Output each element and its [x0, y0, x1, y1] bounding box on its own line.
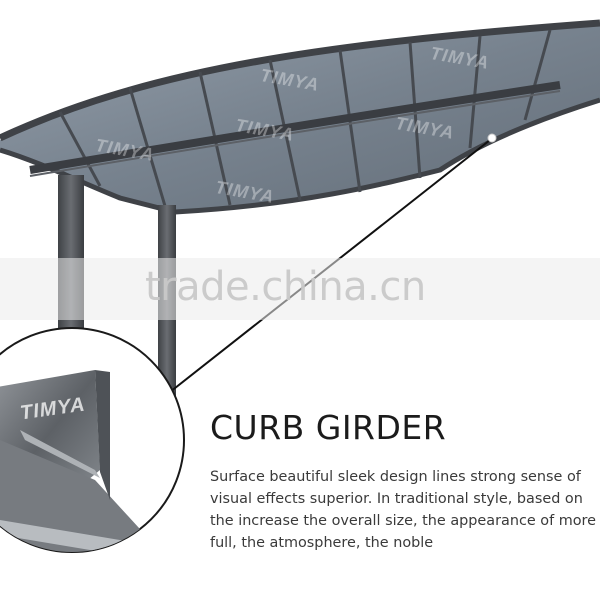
roof-front-frame	[0, 19, 600, 142]
roof-beam	[29, 81, 561, 174]
roof-panel	[0, 25, 600, 212]
section-description: Surface beautiful sleek design lines str…	[210, 466, 600, 554]
girder-profile	[0, 370, 150, 552]
description-line: the increase the overall size, the appea…	[210, 513, 597, 529]
dot-icon	[487, 133, 497, 143]
description-line: full, the atmosphere, the noble	[210, 535, 434, 551]
site-watermark-band	[0, 258, 600, 320]
section-title: CURB GIRDER	[210, 408, 447, 447]
description-line: Surface beautiful sleek design lines str…	[210, 469, 581, 485]
site-watermark-text: trade.china.cn	[145, 264, 426, 310]
description-line: visual effects superior. In traditional …	[210, 491, 583, 507]
